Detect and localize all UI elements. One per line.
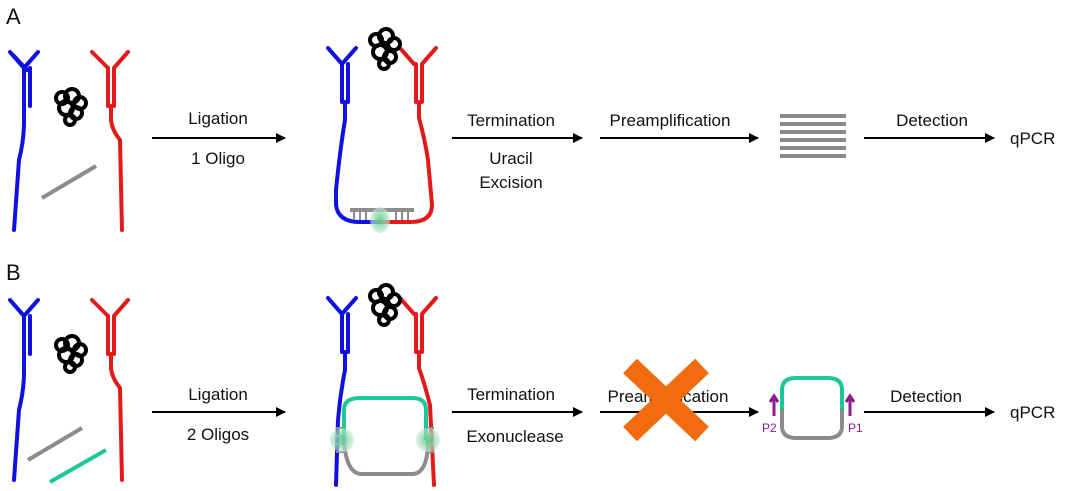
label-b-two-oligos: 2 Oligos [187,425,249,444]
label-a-uracil: Uracil [489,149,532,168]
circle-product-bottom [780,410,844,440]
panel-a-initial-complex [8,50,130,232]
panel-b-initial-complex [8,298,130,484]
label-b-exonuclease: Exonuclease [466,427,563,446]
label-a-ligation: Ligation [188,109,248,128]
label-a-preamplification: Preamplification [610,111,731,130]
splint-oligo [40,164,98,200]
target-protein [54,334,88,374]
target-protein [368,283,402,327]
blue-antibody [326,296,358,487]
panel-a-letter: A [6,4,21,29]
ligated-circle-bottom [342,439,430,476]
label-b-termination: Termination [467,385,555,404]
panel-b-letter: B [6,260,21,285]
label-a-termination: Termination [467,111,555,130]
ligase-enzyme [370,207,390,233]
primer-p2 [768,393,780,416]
primer-p1-label: P1 [848,421,863,435]
blue-antibody [8,50,40,232]
panel-b-ligated-complex [326,283,440,487]
red-antibody [90,50,130,232]
label-b-qpcr: qPCR [1010,403,1055,422]
label-b-detection: Detection [890,387,962,406]
blocked-x-mark [623,358,709,442]
target-protein [54,87,88,127]
label-b-ligation: Ligation [188,385,248,404]
blue-antibody [8,298,40,482]
ligated-circle-top [342,396,428,440]
ligase-enzyme-left [330,428,354,452]
label-a-excision: Excision [479,173,542,192]
blue-antibody [326,46,382,224]
ligase-enzyme-right [416,428,440,452]
red-antibody [90,298,130,482]
amplified-products [780,114,846,158]
panel-a: A Ligation 1 Oligo [6,4,1055,233]
primer-p1 [844,393,856,416]
label-a-qpcr: qPCR [1010,129,1055,148]
red-antibody [398,296,438,487]
panel-b: B Ligation 2 Oligos [6,260,1055,487]
circular-product: P2 P1 [762,376,863,440]
label-a-detection: Detection [896,111,968,130]
circle-product-top [780,376,844,410]
primer-p2-label: P2 [762,421,777,435]
target-protein [368,27,402,71]
red-antibody [378,46,438,224]
splint-oligo [26,426,84,462]
label-a-one-oligo: 1 Oligo [191,149,245,168]
panel-a-ligated-complex [326,27,438,233]
second-oligo [49,448,107,484]
